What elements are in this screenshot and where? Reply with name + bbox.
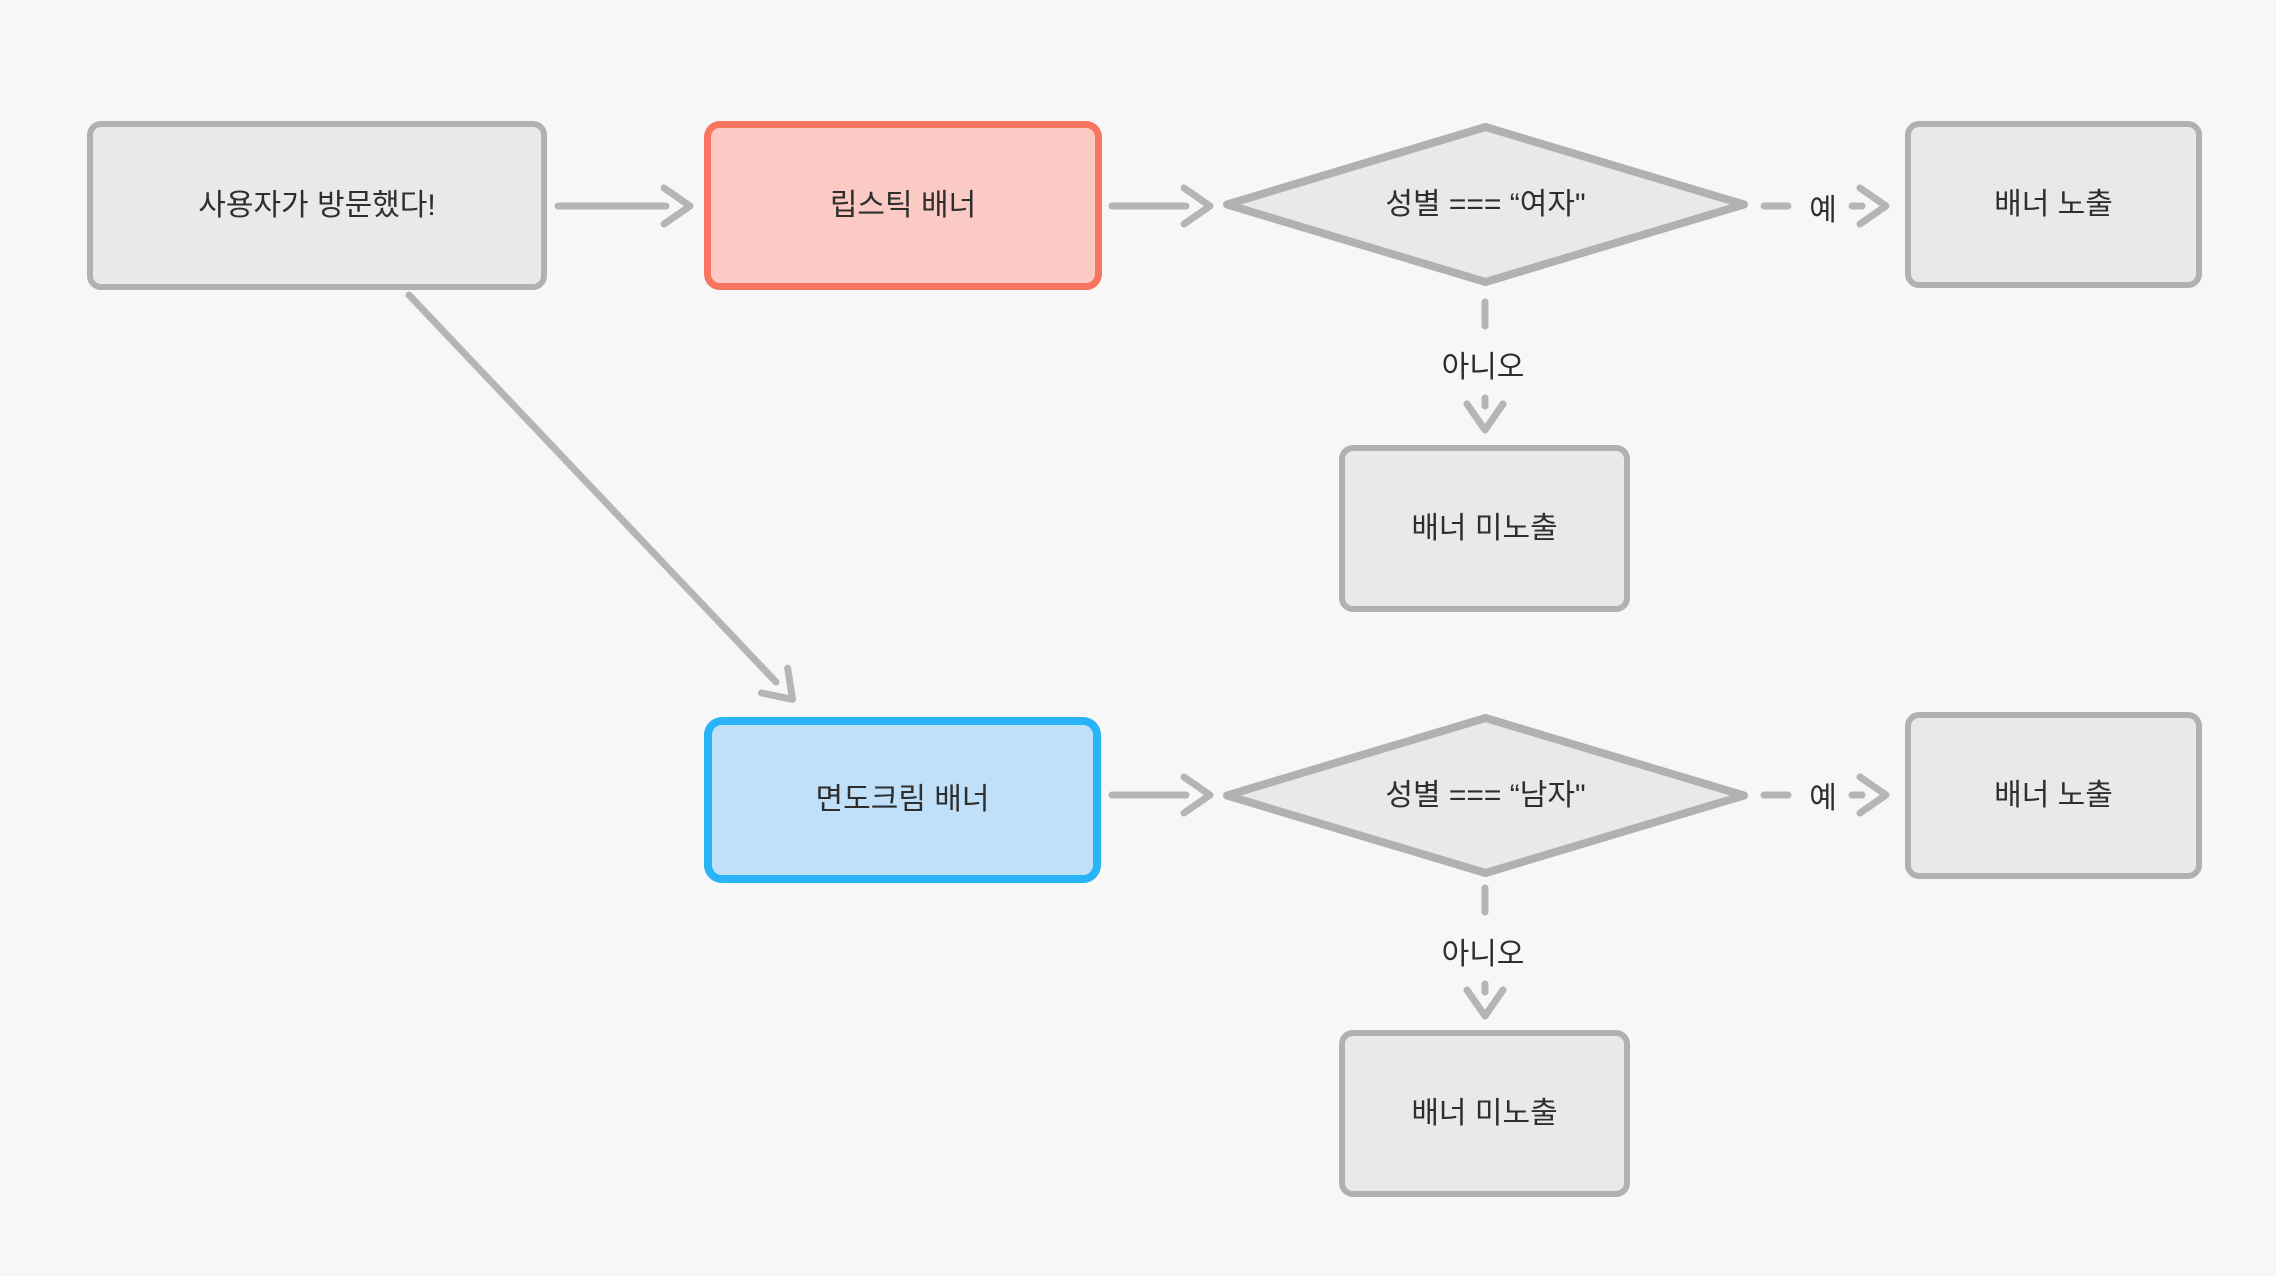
node-banner-shown-female-label: 배너 노출 — [1994, 187, 2113, 221]
connector-start-to-shaving-diagonal — [405, 291, 797, 703]
node-banner-hidden-male-label: 배너 미노출 — [1411, 1096, 1558, 1130]
edge-label-no-female: 아니오 — [1441, 351, 1525, 384]
node-banner-hidden-female-label: 배너 미노출 — [1411, 511, 1558, 545]
node-female-check-label: 성별 === “여자" — [1385, 187, 1586, 221]
node-lipstick-banner: 립스틱 배너 — [704, 121, 1102, 290]
node-banner-shown-female: 배너 노출 — [1905, 121, 2202, 288]
node-user-visited-label: 사용자가 방문했다! — [198, 188, 436, 222]
node-banner-shown-male-label: 배너 노출 — [1994, 778, 2113, 812]
node-male-check: 성별 === “남자" — [1222, 713, 1749, 878]
edge-label-no-male: 아니오 — [1441, 938, 1525, 971]
node-male-check-label: 성별 === “남자" — [1385, 778, 1586, 812]
node-user-visited: 사용자가 방문했다! — [87, 121, 547, 290]
node-shaving-cream-banner-label: 면도크림 배너 — [815, 783, 990, 817]
node-banner-hidden-male: 배너 미노출 — [1339, 1030, 1630, 1197]
edge-label-yes-male: 예 — [1809, 782, 1837, 815]
node-banner-shown-male: 배너 노출 — [1905, 712, 2202, 879]
node-banner-hidden-female: 배너 미노출 — [1339, 445, 1630, 612]
diamond-shape-icon — [1223, 714, 1748, 877]
diamond-shape-icon — [1223, 123, 1748, 286]
node-lipstick-banner-label: 립스틱 배너 — [829, 188, 977, 222]
node-female-check: 성별 === “여자" — [1222, 122, 1749, 287]
edge-label-yes-female: 예 — [1809, 194, 1837, 227]
node-shaving-cream-banner: 면도크림 배너 — [704, 717, 1101, 883]
